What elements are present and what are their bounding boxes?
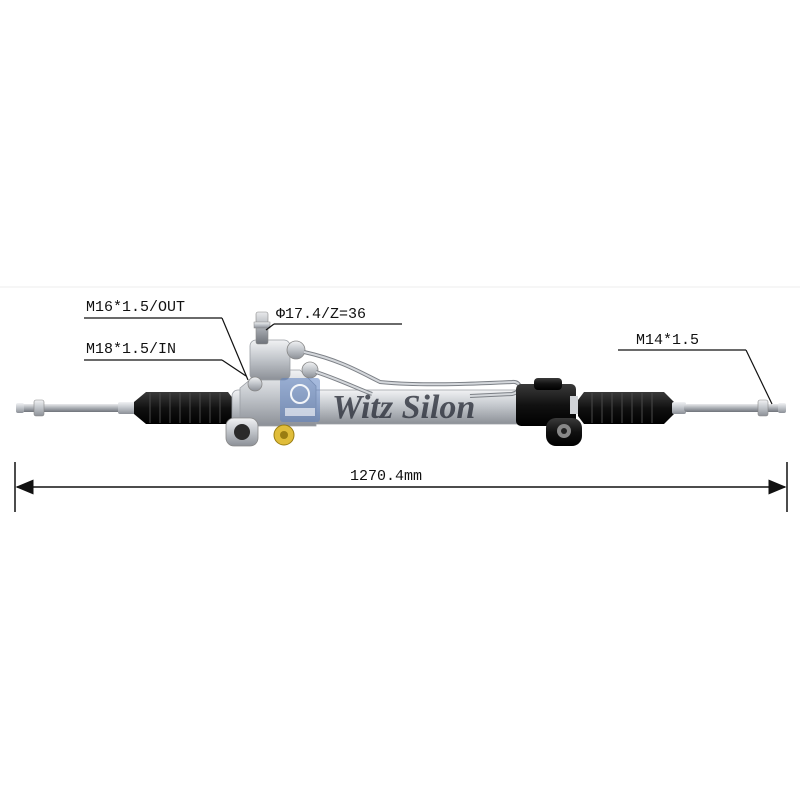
inlet-port-label: M18*1.5/IN bbox=[86, 341, 176, 358]
left-tie-rod bbox=[16, 399, 136, 417]
left-boot bbox=[134, 392, 234, 424]
callout-outlet-port: M16*1.5/OUT bbox=[84, 299, 249, 381]
watermark: Witz Silon bbox=[280, 378, 475, 426]
watermark-brand: Witz Silon bbox=[332, 389, 475, 426]
right-tie-rod bbox=[672, 399, 786, 417]
outlet-port-label: M16*1.5/OUT bbox=[86, 299, 185, 316]
overall-dimension: 1270.4mm bbox=[14, 462, 788, 512]
right-mount bbox=[516, 378, 582, 446]
right-boot bbox=[578, 392, 674, 424]
callout-tie-rod-thread: M14*1.5 bbox=[618, 332, 773, 405]
tie-rod-thread-label: M14*1.5 bbox=[636, 332, 699, 349]
pinion-label: Φ17.4/Z=36 bbox=[276, 306, 366, 323]
callout-inlet-port: M18*1.5/IN bbox=[84, 341, 247, 377]
overall-length-label: 1270.4mm bbox=[350, 468, 422, 485]
callout-pinion: Φ17.4/Z=36 bbox=[265, 306, 402, 331]
gear-badge-logo bbox=[280, 378, 320, 422]
